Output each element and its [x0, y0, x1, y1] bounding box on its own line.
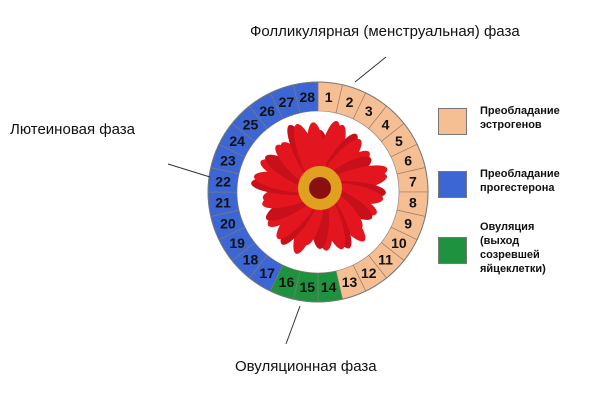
legend-swatch-estrogen: [438, 108, 467, 135]
day-number-16: 16: [279, 274, 295, 290]
day-number-17: 17: [259, 265, 275, 281]
day-number-15: 15: [300, 279, 316, 295]
day-number-24: 24: [229, 133, 245, 149]
day-number-4: 4: [382, 116, 390, 132]
legend-line: Преобладание: [480, 168, 560, 180]
day-number-27: 27: [279, 94, 295, 110]
luteal-pointer: [167, 163, 211, 178]
day-number-10: 10: [391, 235, 407, 251]
day-number-5: 5: [395, 133, 403, 149]
follicular-phase-label: Фолликулярная (менструальная) фаза: [250, 23, 520, 40]
legend-line: созревшей: [480, 249, 540, 261]
follicular-pointer: [354, 56, 387, 83]
day-number-7: 7: [409, 173, 417, 189]
day-number-20: 20: [220, 216, 236, 232]
legend-line: эстрогенов: [480, 119, 542, 131]
day-number-21: 21: [215, 195, 231, 211]
day-number-18: 18: [243, 252, 259, 268]
legend-swatch-ovulation: [438, 237, 467, 264]
day-number-9: 9: [404, 216, 412, 232]
day-number-6: 6: [404, 152, 412, 168]
legend-label-estrogen: Преобладание эстрогенов: [480, 104, 560, 132]
day-number-22: 22: [215, 173, 231, 189]
legend-label-progesterone: Преобладание прогестерона: [480, 167, 560, 195]
ovulation-phase-label: Овуляционная фаза: [235, 358, 377, 375]
luteal-phase-label: Лютеиновая фаза: [10, 121, 135, 138]
legend-line: яйцеклетки): [480, 263, 546, 275]
day-number-12: 12: [361, 265, 377, 281]
day-number-3: 3: [365, 103, 373, 119]
flower-image: [251, 120, 388, 254]
legend-line: прогестерона: [480, 182, 555, 194]
flower-core: [309, 177, 331, 199]
day-number-25: 25: [243, 116, 259, 132]
legend-line: (выход: [480, 235, 520, 247]
day-number-1: 1: [325, 89, 333, 105]
day-number-26: 26: [259, 103, 275, 119]
legend-line: Овуляция: [480, 221, 535, 233]
legend-label-ovulation: Овуляция (выход созревшей яйцеклетки): [480, 220, 546, 276]
day-number-8: 8: [409, 195, 417, 211]
ovulation-pointer: [285, 305, 301, 345]
day-number-14: 14: [321, 279, 337, 295]
day-number-13: 13: [342, 274, 358, 290]
ring-outline: [207, 81, 429, 303]
day-number-19: 19: [229, 235, 245, 251]
day-number-23: 23: [220, 152, 236, 168]
legend-line: Преобладание: [480, 105, 560, 117]
day-number-28: 28: [300, 89, 316, 105]
day-number-2: 2: [346, 94, 354, 110]
day-number-11: 11: [378, 252, 393, 268]
legend-swatch-progesterone: [438, 171, 467, 198]
